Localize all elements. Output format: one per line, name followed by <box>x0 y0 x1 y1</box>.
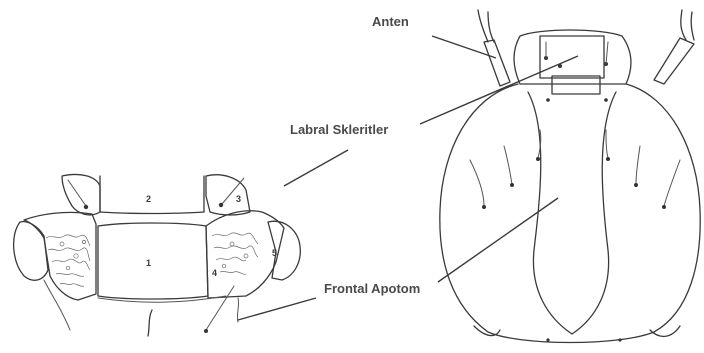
head-capsule-outline <box>440 84 700 343</box>
sclerite-number-1: 1 <box>146 258 151 268</box>
frontal-apotome-leader-line <box>438 198 558 282</box>
lower-median-seta <box>148 310 152 336</box>
left-seta-socket <box>84 205 88 209</box>
frontal-apotome <box>528 92 616 334</box>
clypeus-setae-lines <box>546 42 608 64</box>
right-stipple <box>212 233 258 275</box>
labrum-plate <box>540 36 604 78</box>
labrum-inner <box>552 76 600 94</box>
upper-left-lobe <box>62 174 100 214</box>
labral-sclerites-detail: 2 1 3 4 5 <box>14 174 301 336</box>
upper-central-band <box>100 212 204 214</box>
left-seta <box>68 180 86 206</box>
lower-right-seta-socket <box>204 329 208 333</box>
lower-right-stub <box>237 298 238 322</box>
sclerite-number-3: 3 <box>236 194 241 204</box>
left-outer-lobe <box>14 222 48 281</box>
upper-central-region <box>100 176 204 212</box>
labral-sclerites-detail-leader-line <box>284 150 348 186</box>
left-stipple <box>46 235 90 287</box>
frontal-apotome-detail-leader-line <box>238 298 316 320</box>
lower-right-seta <box>206 286 234 330</box>
labral-sclerites-leader-line <box>420 56 578 124</box>
label-antenna: Anten <box>372 14 409 29</box>
sclerite-number-5: 5 <box>272 248 277 258</box>
label-frontal-apotome: Frontal Apotom <box>324 281 420 296</box>
left-antenna <box>478 10 510 86</box>
clypeus-seta-4 <box>546 98 550 102</box>
right-antenna <box>654 10 694 84</box>
label-labral-sclerites: Labral Skleritler <box>290 122 388 137</box>
central-sclerite <box>98 223 208 299</box>
sclerite-number-2: 2 <box>146 194 151 204</box>
sclerite-number-4: 4 <box>212 268 217 278</box>
head-setae <box>470 130 680 342</box>
right-seta-socket <box>219 203 223 207</box>
clypeus-seta-5 <box>604 98 608 102</box>
upper-right-lobe <box>206 175 250 215</box>
